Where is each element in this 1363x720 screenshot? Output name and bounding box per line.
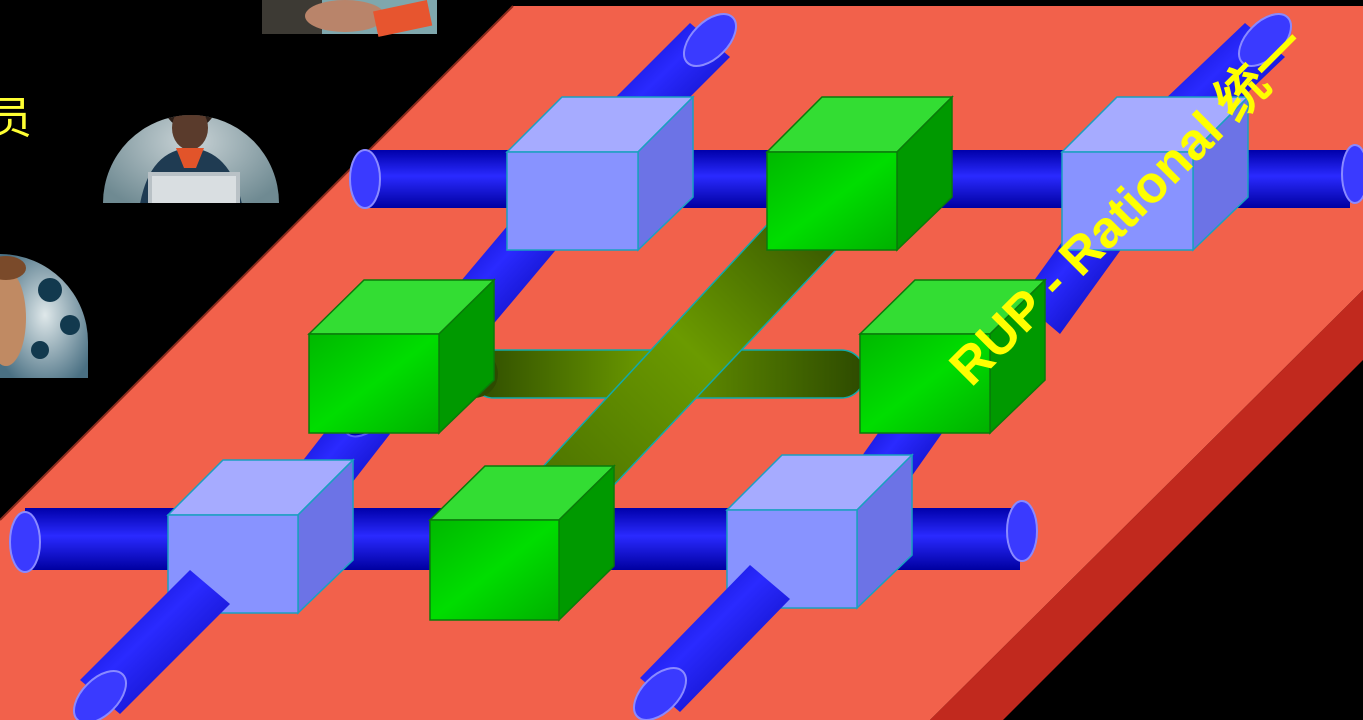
- person-with-laptop-photo: [100, 78, 280, 204]
- person-portrait-photo: [0, 250, 90, 380]
- person-with-notebook-photo: [262, 0, 437, 37]
- side-label-text: 员: [0, 82, 32, 146]
